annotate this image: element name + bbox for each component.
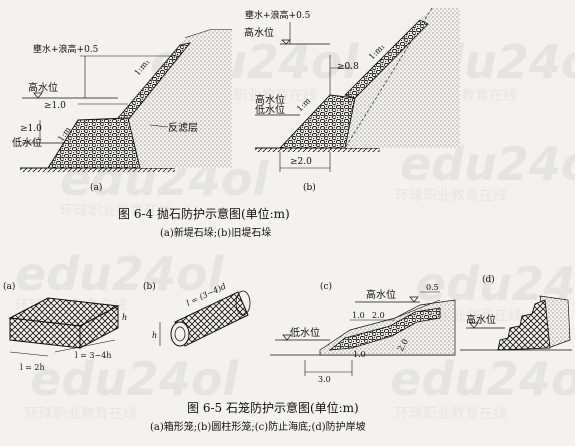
svg-text:2.0: 2.0	[372, 311, 385, 320]
svg-text:edu24ol: edu24ol	[390, 352, 575, 406]
fig-6-5-a: (a) l = 2h l = 3~4h h	[3, 281, 127, 372]
svg-text:环球职业教育在线: 环球职业教育在线	[395, 188, 507, 204]
svg-text:0.5: 0.5	[426, 283, 439, 292]
svg-text:(b): (b)	[143, 281, 156, 292]
watermark: edu24ol 环球职业教育在线 edu24ol 环球职业教育在线 edu24o…	[15, 35, 575, 422]
svg-text:环球职业教育在线: 环球职业教育在线	[205, 88, 317, 104]
svg-text:高水位: 高水位	[366, 288, 396, 301]
fig-b-high-water-label: 高水位	[244, 26, 274, 39]
svg-text:l = 3~4h: l = 3~4h	[75, 351, 111, 360]
svg-text:h: h	[122, 313, 127, 322]
svg-text:l = 2h: l = 2h	[20, 363, 45, 372]
svg-text:环球职业教育在线: 环球职业教育在线	[25, 406, 137, 422]
fig-6-4-b: 壅水+浪高+0.5 高水位 ≥0.8 高水位 低水位 1:m₁ 1:m ≥2.0…	[244, 7, 460, 193]
fig-b-top-label: 壅水+浪高+0.5	[245, 9, 311, 21]
fig-b-dim-20: ≥2.0	[290, 157, 312, 167]
fig-a-top-label: 壅水+浪高+0.5	[33, 43, 99, 55]
svg-text:3.0: 3.0	[318, 375, 331, 384]
fig-6-5-c: (c) 高水位 0.5 1.0 2.0 低水位 1.0 2.0 3.0	[270, 281, 456, 384]
svg-text:高水位: 高水位	[466, 313, 496, 326]
svg-text:(c): (c)	[320, 281, 332, 292]
fig-a-filter-label: 反滤层	[168, 121, 198, 134]
fig-6-5-title: 图 6-5 石笼防护示意图(单位:m)	[187, 400, 359, 415]
fig-a-dim-1: ≥1.0	[44, 101, 66, 111]
svg-text:edu24ol: edu24ol	[15, 247, 224, 301]
fig-6-5-subtitle: (a)箱形笼;(b)圆柱形笼;(c)防止海底;(d)防护岸坡	[150, 420, 366, 433]
fig-6-5-d: (d) 高水位	[460, 274, 572, 351]
svg-text:环球职业教育在线: 环球职业教育在线	[395, 406, 507, 422]
fig-a-low-water-label: 低水位	[12, 136, 42, 149]
svg-text:h: h	[152, 331, 157, 340]
fig-b-high-label-2: 高水位	[255, 93, 285, 106]
fig-a-dim-2: ≥1.0	[20, 124, 42, 134]
fig-6-4-title: 图 6-4 抛石防护示意图(单位:m)	[118, 206, 290, 221]
fig-6-4-subtitle: (a)新堤石垛;(b)旧堤石垛	[160, 226, 271, 239]
fig-a-high-water-label: 高水位	[28, 81, 58, 94]
fig-b-dim-08: ≥0.8	[337, 62, 359, 72]
svg-text:1.0: 1.0	[353, 350, 366, 359]
fig-a-tag: (a)	[90, 182, 102, 193]
fig-a-slope-1: 1:m₁	[133, 57, 152, 77]
svg-text:环球职业教育在线: 环球职业教育在线	[60, 203, 172, 219]
svg-text:(d): (d)	[482, 274, 495, 285]
fig-b-tag: (b)	[303, 182, 316, 193]
svg-text:edu24ol: edu24ol	[30, 352, 239, 406]
svg-text:(a): (a)	[3, 281, 15, 292]
svg-text:低水位: 低水位	[290, 326, 320, 339]
fig-b-low-water-label: 低水位	[255, 103, 285, 116]
svg-text:1.0: 1.0	[352, 311, 365, 320]
